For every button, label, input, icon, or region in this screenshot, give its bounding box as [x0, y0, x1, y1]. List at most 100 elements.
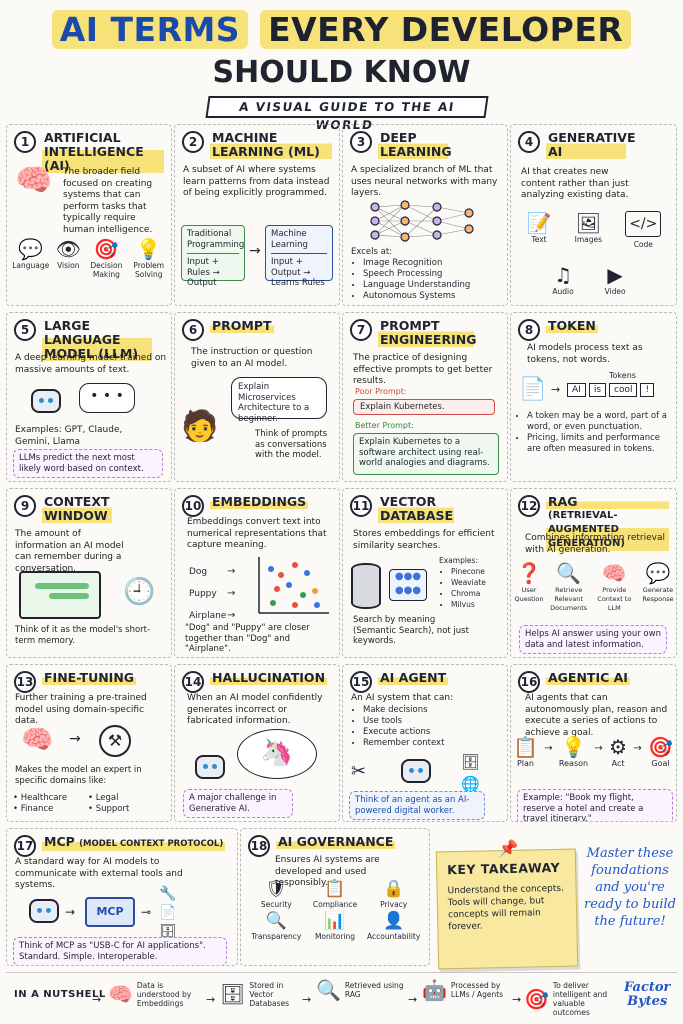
- robot-icon: [29, 899, 59, 923]
- arrow-right-icon: →: [551, 383, 561, 396]
- card-number: 14: [182, 671, 204, 693]
- card-title: VECTOR DATABASE: [378, 494, 454, 523]
- shield-icon: 🛡: [265, 879, 288, 899]
- list-item: Remember context: [363, 738, 491, 749]
- agentic-step: 💡Reason: [558, 735, 589, 768]
- excels-label: Excels at:: [351, 247, 393, 257]
- content-images: 🖼Images: [574, 211, 603, 244]
- content-text: 📝Text: [526, 211, 552, 244]
- list-item: Pinecone: [451, 566, 503, 577]
- code-icon: </>: [625, 211, 662, 237]
- embeddings-footnote: "Dog" and "Puppy" are closer together th…: [185, 623, 310, 654]
- prompt-bubble: Explain Microservices Architecture to a …: [231, 377, 327, 424]
- magnifier-icon: 🔍: [316, 977, 341, 1002]
- lock-icon: 🔒: [383, 879, 405, 899]
- box-body: Input + Output → Learns Rules: [271, 253, 327, 289]
- key-takeaway-body: Understand the concepts. Tools will chan…: [447, 883, 565, 933]
- capability-decision: 🎯Decision Making: [87, 237, 125, 279]
- rag-step: 🔍Retrieve Relevant Documents: [550, 561, 588, 612]
- token-chip: !: [640, 383, 655, 397]
- card-description: The practice of designing effective prom…: [353, 353, 493, 386]
- agentic-step: 🎯Goal: [648, 735, 673, 768]
- eye-icon: 👁: [55, 237, 81, 261]
- play-icon: ▶: [607, 263, 623, 287]
- page-title-line2: SHOULD KNOW: [212, 55, 471, 90]
- mcp-box: MCP: [85, 897, 135, 927]
- robot-icon: [195, 755, 225, 779]
- card-title: RAG: [546, 495, 669, 509]
- card-number: 10: [182, 495, 204, 517]
- card-rag: 12 RAG (RETRIEVAL-AUGMENTED GENERATION) …: [510, 488, 677, 658]
- agent-note: Think of an agent as an AI-powered digit…: [349, 791, 485, 820]
- card-title: AI AGENT: [378, 670, 449, 685]
- card-title: EMBEDDINGS: [210, 494, 309, 509]
- arrow-right-icon: →: [544, 743, 553, 754]
- agentic-note: Example: "Book my flight, reserve a hote…: [517, 789, 673, 821]
- card-number: 5: [14, 319, 36, 341]
- content-audio: ♫Audio: [552, 263, 574, 296]
- list-item: Image Recognition: [363, 258, 501, 269]
- music-icon: ♫: [554, 263, 573, 287]
- nutshell-step: 🧠Data is understood by Embeddings: [108, 981, 192, 1008]
- mcp-note: Think of MCP as "USB-C for AI applicatio…: [13, 937, 227, 965]
- database-icon: 🗄: [220, 982, 246, 1006]
- chat-icon: 💬: [18, 237, 44, 261]
- agentic-flow: 📋Plan → 💡Reason → ⚙Act → 🎯Goal: [513, 735, 673, 768]
- arrow-right-icon: →: [408, 993, 418, 1006]
- poor-prompt-box: Explain Kubernetes.: [353, 399, 495, 415]
- card-number: 4: [518, 131, 540, 153]
- robot-icon: [401, 759, 431, 783]
- token-chip: AI: [567, 383, 586, 397]
- card-title: LARGE LANGUAGE MODEL (LLM): [42, 319, 152, 361]
- card-subtitle: (RETRIEVAL-AUGMENTED GENERATION): [546, 509, 669, 551]
- box-body: Input + Rules → Output: [187, 253, 239, 289]
- card-title: AI GOVERNANCE: [276, 834, 396, 849]
- card-description: A subset of AI where systems learn patte…: [183, 165, 330, 198]
- pencil-icon: 📝: [526, 211, 552, 235]
- document-icon: 📄: [519, 377, 547, 402]
- fine-tuning-expert: Makes the model an expert in specific do…: [15, 765, 142, 786]
- card-title: PROMPT ENGINEERING: [378, 318, 477, 347]
- card-title: ARTIFICIAL INTELLIGENCE (AI): [42, 131, 164, 173]
- token-chip: cool: [609, 383, 638, 397]
- card-title: CONTEXT WINDOW: [42, 495, 112, 523]
- card-description: Further training a pre-trained model usi…: [15, 693, 147, 726]
- agentic-step: ⚙Act: [609, 735, 628, 768]
- card-description: Embeddings convert text into numerical r…: [187, 517, 327, 550]
- capability-language: 💬Language: [12, 237, 50, 270]
- chat-icon: 💬: [645, 561, 671, 585]
- card-title: MACHINE LEARNING (ML): [210, 131, 332, 159]
- traditional-programming-box: Traditional Programming Input + Rules → …: [181, 225, 245, 288]
- lightbulb-icon: 💡: [561, 735, 586, 759]
- agent-capabilities: Make decisions Use tools Execute actions…: [351, 705, 491, 749]
- arrow-right-icon: →: [69, 731, 81, 747]
- rag-note: Helps AI answer using your own data and …: [519, 625, 667, 654]
- resource-icons: 🗄🌐: [461, 751, 480, 795]
- card-description: An AI system that can:: [351, 693, 454, 703]
- robot-icon: [31, 389, 61, 413]
- embedding-words: Dog Puppy Airplane: [189, 561, 226, 627]
- magnifier-icon: 🔍: [265, 911, 287, 931]
- arrow-icons: →→→: [227, 566, 236, 621]
- nutshell-step: 🔍Retrieved using RAG: [316, 977, 404, 1002]
- arrow-right-icon: →: [249, 243, 261, 259]
- card-description: When an AI model confidently generates i…: [187, 693, 323, 726]
- list-item: Milvus: [451, 599, 503, 610]
- arrow-right-icon: →: [512, 993, 522, 1006]
- governance-monitoring: 📊Monitoring: [306, 911, 365, 941]
- content-video: ▶Video: [604, 263, 626, 296]
- chat-window-icon: [19, 571, 101, 619]
- header: ✦ ✦ AI TERMS EVERY DEVELOPER SHOULD KNOW…: [0, 0, 683, 132]
- list-item: • Healthcare: [13, 793, 68, 803]
- closing-message: Master these foundations and you're read…: [584, 846, 676, 929]
- card-number: 11: [350, 495, 372, 517]
- list-item: Make decisions: [363, 705, 491, 716]
- card-embeddings: 10 EMBEDDINGS Embeddings convert text int…: [174, 488, 340, 658]
- bar-chart-icon: 📊: [324, 911, 346, 931]
